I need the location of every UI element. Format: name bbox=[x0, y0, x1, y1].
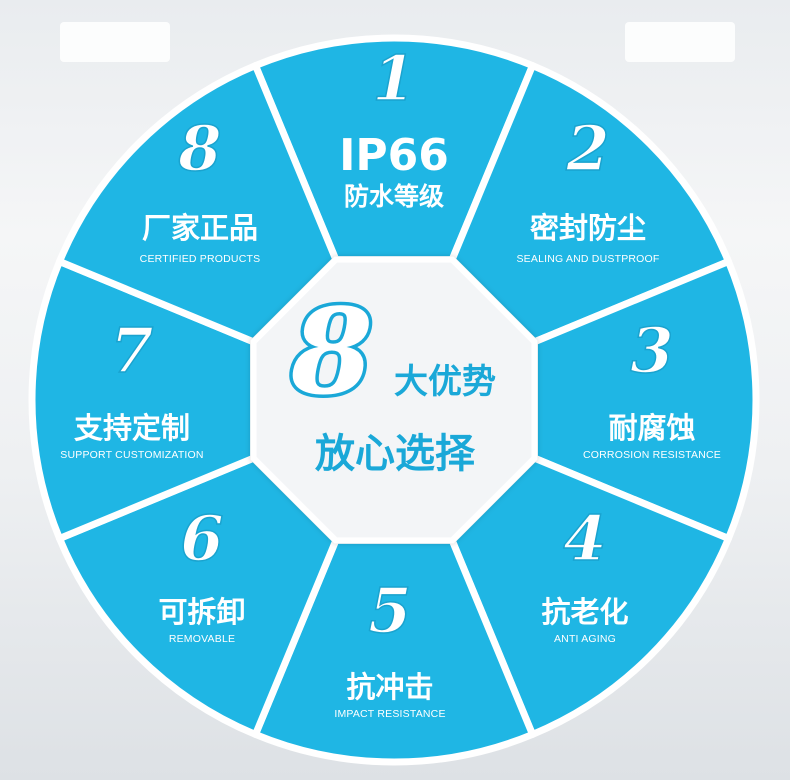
center-line2: 放心选择 bbox=[315, 431, 476, 477]
segment-number-8: 8 bbox=[177, 112, 221, 185]
segment-subtitle-6: REMOVABLE bbox=[169, 633, 235, 645]
segment-number-6: 6 bbox=[180, 502, 223, 575]
segment-4 bbox=[448, 454, 732, 738]
segment-title-2: 密封防尘 bbox=[530, 211, 646, 245]
segment-subtitle-2: SEALING AND DUSTPROOF bbox=[516, 253, 659, 265]
segment-number-3: 3 bbox=[630, 314, 673, 387]
segment-title-8: 厂家正品 bbox=[142, 211, 258, 245]
segment-title-3: 耐腐蚀 bbox=[608, 411, 695, 445]
segment-label-8: 8 厂家正品 CERTIFIED PRODUCTS bbox=[140, 111, 261, 265]
segment-title-7: 支持定制 bbox=[74, 411, 190, 445]
center-line1: 大优势 bbox=[394, 362, 496, 402]
segment-8 bbox=[56, 62, 340, 346]
ceiling-light-right bbox=[625, 22, 735, 62]
segment-title-5: 抗冲击 bbox=[346, 670, 433, 704]
segment-subtitle-7: SUPPORT CUSTOMIZATION bbox=[60, 449, 203, 461]
segment-label-6: 6 可拆卸 REMOVABLE bbox=[158, 501, 245, 645]
segment-subtitle-3: CORROSION RESISTANCE bbox=[583, 449, 721, 461]
segment-label-3: 3 耐腐蚀 CORROSION RESISTANCE bbox=[583, 313, 721, 461]
segment-label-7: 7 支持定制 SUPPORT CUSTOMIZATION bbox=[60, 313, 203, 461]
segment-title-1: 防水等级 bbox=[344, 182, 444, 211]
center-panel: 8 大优势 放心选择 bbox=[250, 256, 538, 544]
segment-7 bbox=[28, 257, 258, 543]
segment-5 bbox=[251, 536, 537, 766]
segment-6 bbox=[56, 454, 340, 738]
segment-2 bbox=[448, 62, 732, 346]
segment-number-7: 7 bbox=[110, 314, 153, 387]
segment-label-5: 5 抗冲击 IMPACT RESISTANCE bbox=[334, 573, 445, 720]
segment-number-4: 4 bbox=[563, 502, 606, 575]
segment-number-2: 2 bbox=[565, 112, 609, 185]
segment-3 bbox=[530, 257, 760, 543]
segment-subtitle-8: CERTIFIED PRODUCTS bbox=[140, 253, 261, 265]
center-big-number: 8 bbox=[290, 282, 373, 421]
segment-title-6: 可拆卸 bbox=[158, 595, 245, 629]
segment-subtitle-5: IMPACT RESISTANCE bbox=[334, 708, 445, 720]
ceiling-light-left bbox=[60, 22, 170, 62]
segments bbox=[28, 34, 760, 766]
segment-subtitle-4: ANTI AGING bbox=[554, 633, 616, 645]
segment-label-2: 2 密封防尘 SEALING AND DUSTPROOF bbox=[516, 111, 659, 265]
segment-number-5: 5 bbox=[368, 574, 411, 647]
center-octagon bbox=[250, 256, 538, 544]
segment-title-4: 抗老化 bbox=[541, 595, 628, 629]
segment-number-1: 1 bbox=[372, 42, 415, 115]
segment-label-4: 4 抗老化 ANTI AGING bbox=[541, 501, 628, 645]
segment-title-top-1: IP66 bbox=[339, 130, 449, 181]
segment-1 bbox=[251, 34, 537, 264]
